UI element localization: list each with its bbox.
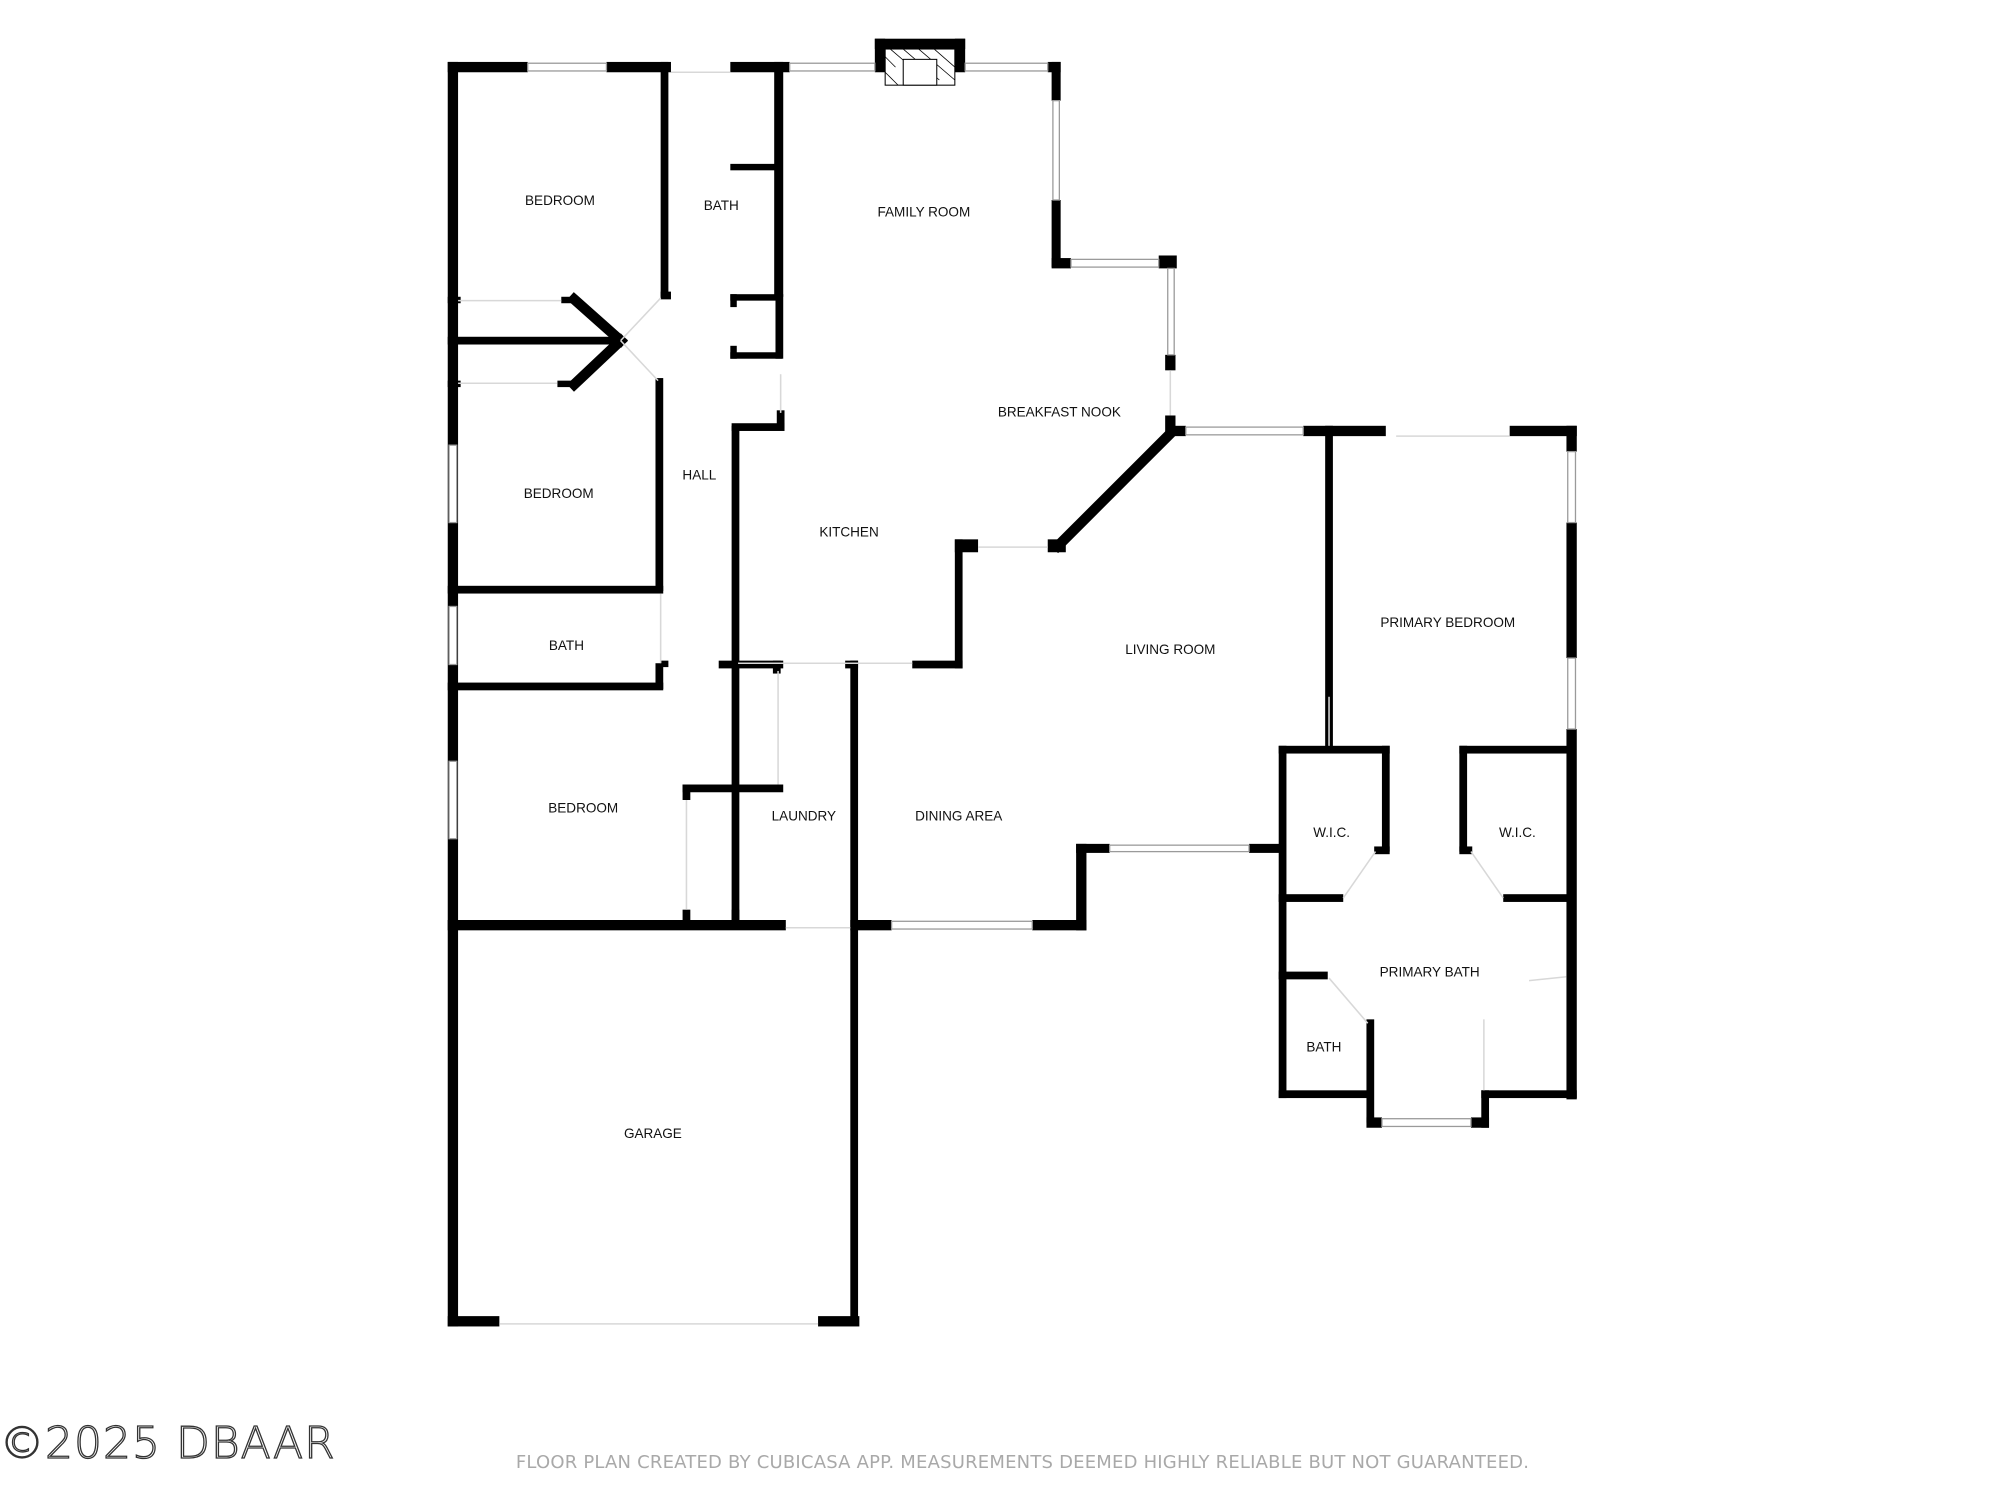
walls [447, 38, 1577, 1327]
room-label-family-room: FAMILY ROOM [878, 204, 971, 219]
room-label-dining-area: DINING AREA [915, 808, 1002, 823]
room-label-garage: GARAGE [624, 1126, 682, 1141]
room-label-primary-bedroom: PRIMARY BEDROOM [1380, 615, 1515, 630]
room-label-bath-2: BATH [549, 638, 584, 653]
copyright-watermark: ©2025 DBAAR [0, 1417, 336, 1469]
windows [448, 62, 1577, 1128]
room-label-living-room: LIVING ROOM [1125, 642, 1215, 657]
room-label-wic-left: W.I.C. [1313, 825, 1350, 840]
room-label-bedroom-1: BEDROOM [525, 193, 595, 208]
footer-disclaimer: FLOOR PLAN CREATED BY CUBICASA APP. MEAS… [515, 1452, 1530, 1473]
room-labels: BEDROOM BATH FAMILY ROOM BREAKFAST NOOK … [524, 193, 1536, 1141]
room-label-primary-bath: PRIMARY BATH [1380, 964, 1480, 979]
room-label-bath-3: BATH [1306, 1039, 1341, 1054]
room-label-bath-1: BATH [704, 198, 739, 213]
room-label-bedroom-2: BEDROOM [524, 486, 594, 501]
room-label-bedroom-3: BEDROOM [548, 801, 618, 816]
room-label-breakfast-nook: BREAKFAST NOOK [998, 404, 1121, 419]
room-label-kitchen: KITCHEN [819, 524, 878, 539]
room-label-laundry: LAUNDRY [772, 808, 836, 823]
room-label-hall: HALL [682, 468, 716, 483]
room-label-wic-right: W.I.C. [1499, 825, 1536, 840]
